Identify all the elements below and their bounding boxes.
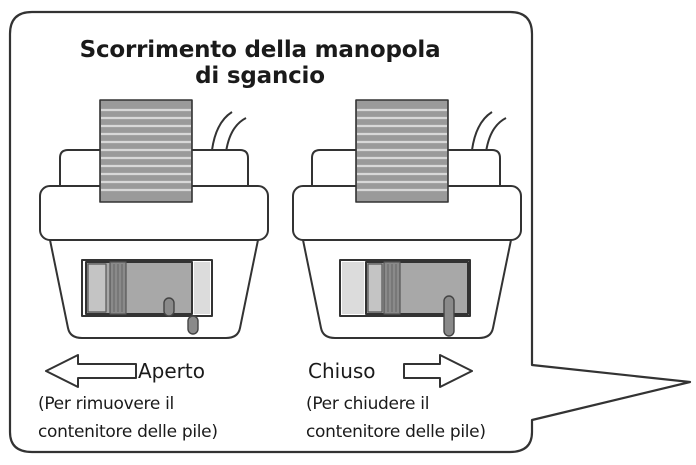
device-open xyxy=(39,99,269,339)
closed-note-line2: contenitore delle pile) xyxy=(306,422,486,442)
closed-state-label: Chiuso xyxy=(308,359,376,383)
device-closed xyxy=(292,99,522,339)
arrow-right-icon xyxy=(403,354,473,388)
arrow-left-icon xyxy=(45,354,137,388)
callout-title-line1: Scorrimento della manopola xyxy=(79,37,441,63)
closed-note-line1: (Per chiudere il xyxy=(306,394,430,414)
open-state-label: Aperto xyxy=(138,359,205,383)
open-note-line1: (Per rimuovere il xyxy=(38,394,174,414)
open-note-line2: contenitore delle pile) xyxy=(38,422,218,442)
callout-title-line2: di sgancio xyxy=(195,63,325,89)
